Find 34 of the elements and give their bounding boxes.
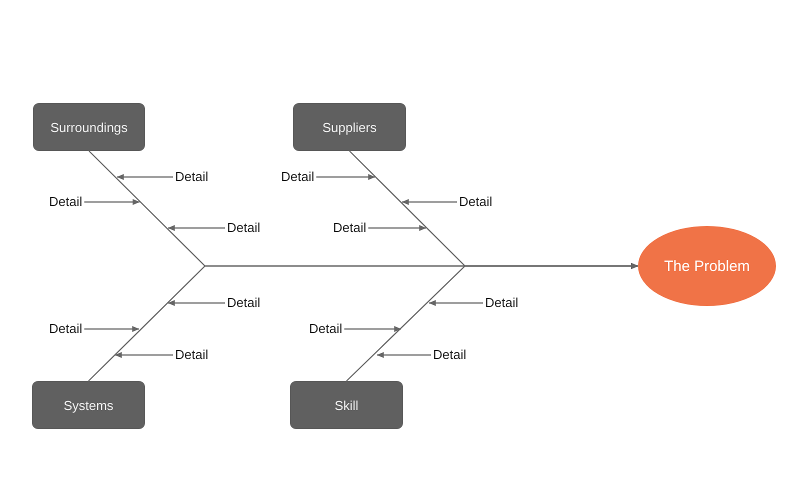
detail-label: Detail [281, 169, 314, 185]
detail-label: Detail [333, 220, 366, 236]
cause-label: Systems [64, 398, 114, 412]
detail-label: Detail [175, 347, 208, 363]
cause-box [32, 381, 145, 429]
arrow [368, 225, 426, 231]
detail-label: Detail [49, 194, 82, 210]
arrow [84, 326, 140, 332]
arrow [316, 174, 376, 180]
cause-label: Surroundings [50, 120, 128, 134]
detail-label: Detail [49, 321, 82, 337]
detail-label: Detail [227, 220, 260, 236]
cause-label: Suppliers [322, 120, 377, 134]
cause-box [290, 381, 403, 429]
detail-label: Detail [485, 295, 518, 311]
arrow [114, 352, 173, 358]
arrow [84, 199, 140, 205]
arrow [376, 352, 431, 358]
problem-label: The Problem [664, 258, 750, 274]
bone-arrow [346, 263, 638, 382]
cause-box [33, 103, 145, 151]
detail-label: Detail [459, 194, 492, 210]
detail-label: Detail [175, 169, 208, 185]
arrow [344, 326, 402, 332]
detail-label: Detail [227, 295, 260, 311]
cause-box [293, 103, 406, 151]
arrow [116, 174, 173, 180]
arrow [168, 225, 225, 231]
cause-label: Skill [334, 398, 358, 412]
detail-label: Detail [309, 321, 342, 337]
detail-label: Detail [433, 347, 466, 363]
arrow [168, 300, 225, 306]
arrow [428, 300, 483, 306]
arrow [402, 199, 457, 205]
